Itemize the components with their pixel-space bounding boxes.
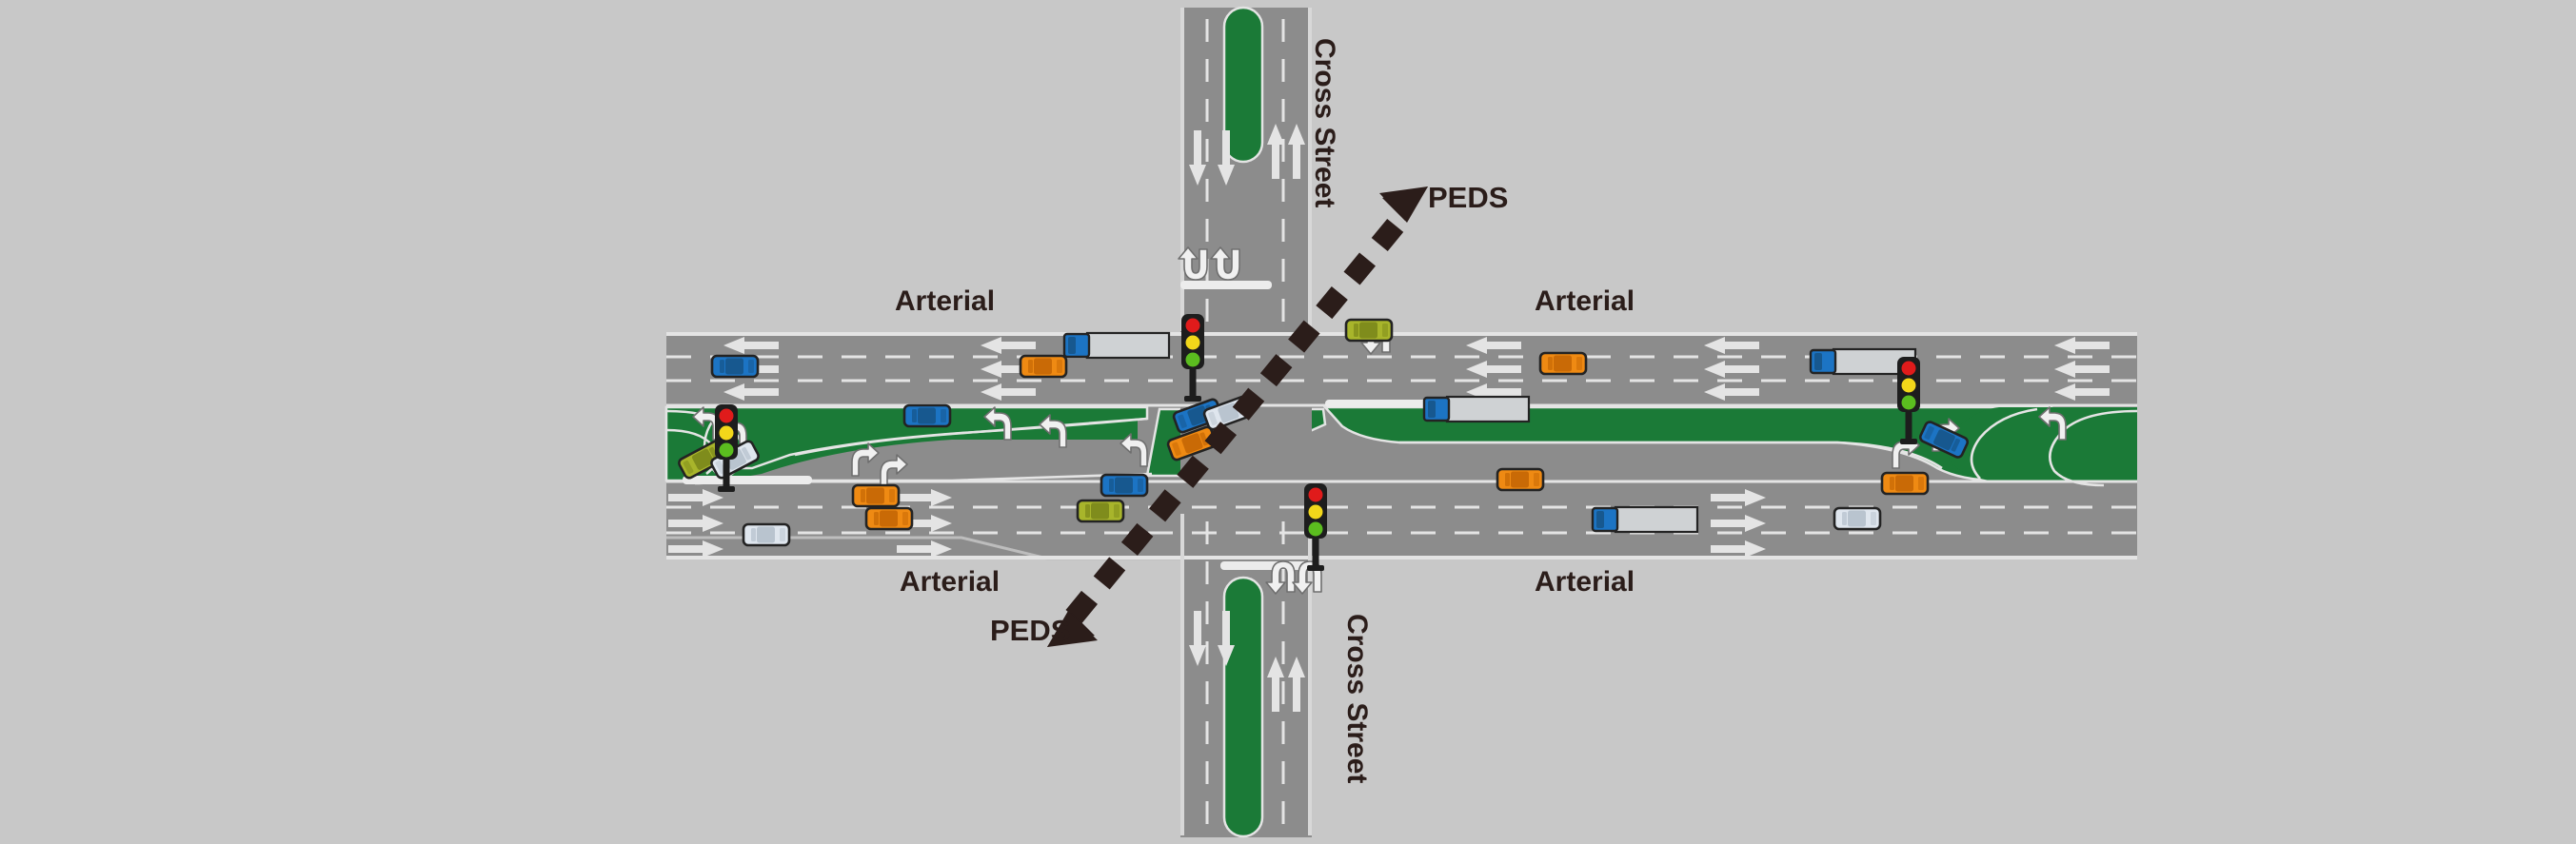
label-cross-street-top: Cross Street	[1309, 38, 1340, 208]
truck-eb-1	[1591, 505, 1699, 534]
car-eb-3	[1076, 499, 1125, 523]
truck-wb-3	[1422, 395, 1531, 423]
car-wb-4	[1538, 351, 1588, 376]
truck-wb-1	[1062, 331, 1171, 360]
car-eb-7	[1880, 471, 1930, 496]
car-wb-2	[1019, 354, 1068, 379]
label-arterial-bottom-right: Arterial	[1535, 566, 1635, 598]
traffic-signal-layer	[715, 314, 1920, 571]
car-dlt-orange-a	[1166, 425, 1218, 461]
peds-arrow	[1047, 186, 1428, 647]
car-dlt-olive-n	[1344, 318, 1394, 343]
signal-crossstreet-south	[1304, 483, 1327, 571]
car-eb-6	[1496, 467, 1545, 492]
car-wb-3	[902, 403, 952, 428]
vehicle-layer	[678, 318, 1970, 547]
signal-crossstreet-north	[1181, 314, 1204, 402]
stop-bars	[683, 281, 1439, 570]
car-eb-8	[1833, 506, 1882, 531]
car-wb-1	[710, 354, 760, 379]
car-eb-2	[1100, 473, 1149, 498]
label-cross-street-bottom: Cross Street	[1341, 614, 1373, 784]
signal-arterial-west	[715, 404, 738, 492]
car-eb-5	[742, 522, 791, 547]
signal-arterial-east	[1897, 357, 1920, 444]
car-eb-1	[851, 483, 901, 508]
lane-dashes-crossstreet	[1205, 19, 1285, 830]
label-arterial-bottom-left: Arterial	[900, 566, 1001, 598]
car-eb-4	[864, 506, 914, 531]
cross-street-medians	[1222, 6, 1264, 838]
median-islands	[664, 405, 2137, 482]
label-peds-upper-right: PEDS	[1428, 181, 1509, 214]
label-arterial-top-right: Arterial	[1535, 285, 1635, 317]
car-dlt-blue-e	[1918, 421, 1970, 459]
label-arterial-top-left: Arterial	[895, 285, 996, 317]
label-peds-lower-left: PEDS	[990, 614, 1071, 647]
